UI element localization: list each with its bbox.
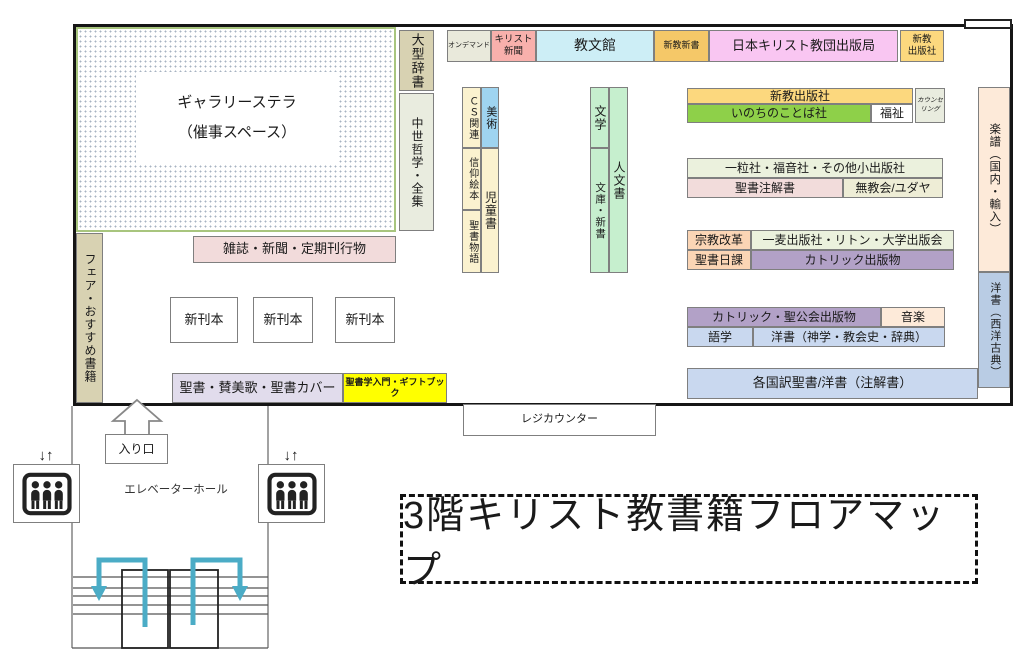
shelf-catholic-anglican: カトリック・聖公会出版物 [687,307,881,327]
shelf-catholic-publications: カトリック出版物 [751,250,954,270]
shelf-art: 美術 [481,87,499,148]
shelf-childrens-books: 児童書 [481,148,499,273]
stairs-direction-arrow-right [190,557,243,625]
stairs-and-hall-diagram [71,398,269,649]
page-title: 3階キリスト教書籍フロアマップ [400,494,978,592]
table-new-books-2: 新刊本 [253,297,313,343]
shelf-kyobunkwan: 教文館 [536,30,654,62]
shelf-hitotsubu-small-publishers: 一粒社・福音社・その他小出版社 [687,158,943,178]
shelf-mukyokai-judaica: 無教会/ユダヤ [843,178,943,198]
table-new-books-1: 新刊本 [170,297,238,343]
elevator-arrows-icon: ↓↑ [38,447,54,464]
elevator-icon [13,464,80,523]
shelf-shinkyo-publishing: 新教出版社 [687,88,913,104]
entrance-label: 入り口 [105,434,168,464]
elevator-hall-label: エレベーターホール [124,484,228,496]
register-counter: レジカウンター [463,404,656,436]
shelf-music: 音楽 [881,307,945,327]
shelf-western-theology-books: 洋書（神学・教会史・辞典） [753,327,945,347]
shelf-bibles-hymnals-covers: 聖書・賛美歌・聖書カバー [172,373,343,403]
shelf-bible-stories: 聖書物語 [462,210,481,273]
shelf-inochi-no-kotoba: いのちのことば社 [687,104,871,123]
shelf-faith-picturebooks: 信仰絵本 [462,148,481,210]
shelf-bible-commentaries: 聖書注解書 [687,178,843,198]
shelf-shinkyo-pub-corner: 新教 出版社 [900,30,944,62]
shelf-bibles-in-translation: 各国訳聖書/洋書（注解書） [687,368,978,399]
shelf-daily-lectionary: 聖書日課 [687,250,751,270]
gallery-label: ギャラリーステラ （催事スペース） [136,72,338,164]
shelf-literature: 文学 [590,87,609,148]
stairs-direction-arrow-left [96,557,148,627]
shelf-sheet-music: 楽譜（国内・輸入） [978,87,1010,272]
shelf-kirisuto-shimbun: キリスト 新聞 [491,30,536,62]
shelf-fair-recommended: フェア・おすすめ書籍 [76,233,103,403]
elevator-arrows-icon: ↓↑ [283,447,299,464]
shelf-bunko-shinsho: 文庫・新書 [590,148,609,273]
shelf-languages: 語学 [687,327,753,347]
shelf-shinkyo-shinsho: 新教新書 [654,30,709,62]
table-new-books-3: 新刊本 [335,297,395,343]
shelf-magazines-newspapers: 雑誌・新聞・定期刊行物 [193,236,396,263]
shelf-western-classics: 洋書（西洋古典） [978,272,1010,388]
shelf-ichibaku-university-presses: 一麦出版社・リトン・大学出版会 [751,230,954,250]
shelf-counseling: カウンセリング [915,88,945,123]
shelf-cs-related: ＣＳ関連 [462,87,481,148]
door-notch [964,19,1012,29]
shelf-medieval-philosophy: 中世哲学・全集 [399,93,434,231]
entrance-arrow-icon [110,398,164,436]
elevator-icon [258,464,325,523]
shelf-bible-intro-giftbooks: 聖書学入門・ギフトブック [343,373,447,403]
shelf-on-demand: オンデマンド [447,30,491,62]
shelf-humanities: 人文書 [609,87,628,273]
shelf-welfare: 福祉 [871,104,913,123]
shelf-reformation: 宗教改革 [687,230,751,250]
shelf-large-dictionaries: 大型辞書 [399,30,434,91]
shelf-kyodan-publishing: 日本キリスト教団出版局 [709,30,898,62]
